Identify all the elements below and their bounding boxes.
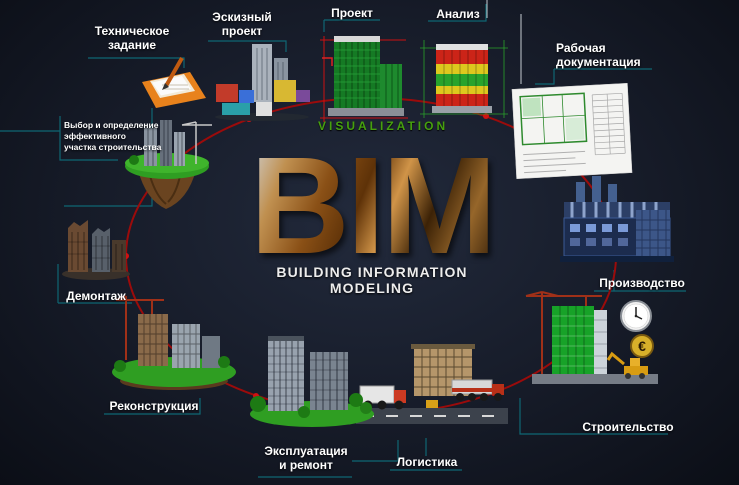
construction-site-icon: € — [525, 291, 658, 384]
tree-icon — [114, 356, 230, 372]
clock-icon — [620, 300, 652, 332]
analysis-illustration — [418, 36, 510, 122]
crane-icon — [525, 291, 602, 374]
green-building-icon — [320, 36, 408, 122]
stage-label-project: Проект — [331, 6, 373, 20]
production-illustration — [558, 168, 676, 266]
stage-label-analysis: Анализ — [436, 7, 480, 21]
grey-guide-lines — [486, 0, 522, 84]
dismantling-illustration — [56, 202, 136, 282]
reconstruction-illustration — [108, 288, 244, 394]
stage-label-production: Производство — [599, 276, 685, 290]
bim-title: BIM — [224, 137, 520, 275]
stage-label-dismantling: Демонтаж — [66, 289, 126, 303]
working-docs-illustration — [511, 82, 633, 180]
stage-label-reconstruction: Реконструкция — [109, 399, 199, 413]
bim-subtitle: BUILDING INFORMATION MODELING — [276, 264, 468, 296]
euro-symbol: € — [638, 338, 646, 354]
tree-icon — [129, 155, 139, 165]
truck-icon — [359, 385, 406, 410]
crane-icon — [181, 121, 212, 164]
factory-icon — [560, 176, 674, 262]
ruined-buildings-icon — [62, 220, 130, 280]
residential-towers-icon — [250, 336, 374, 427]
visualization-label: VISUALIZATION — [318, 119, 449, 133]
floor-plan-sheet-icon — [511, 82, 633, 180]
stage-label-logistics: Логистика — [396, 455, 458, 469]
energy-analysis-building-icon — [420, 40, 508, 118]
crane-icon — [115, 295, 164, 360]
stage-label-construction: Строительство — [582, 420, 674, 434]
floating-island-icon — [125, 120, 212, 209]
trucks-warehouse-icon — [356, 344, 508, 424]
stage-label-sketch: Эскизный проект — [212, 10, 272, 39]
euro-coin-icon: € — [630, 334, 654, 358]
folder-pencil-icon — [142, 57, 206, 108]
project-illustration — [318, 30, 410, 128]
stage-label-working-docs: Рабочая документация — [556, 41, 641, 70]
tech-task-illustration — [138, 52, 208, 110]
construction-illustration: € — [524, 286, 666, 396]
massing-blocks-icon — [215, 44, 310, 121]
stage-label-operation: Эксплуатация и ремонт — [264, 444, 348, 473]
tree-icon — [250, 393, 372, 418]
stage-label-tech-task: Техническое задание — [94, 24, 170, 53]
forklift-icon — [426, 400, 438, 408]
logistics-illustration — [356, 344, 508, 434]
truck-icon — [451, 379, 504, 401]
stage-label-site-selection: Выбор и определение эффективного участка… — [64, 120, 162, 153]
operation-illustration — [246, 328, 378, 428]
site-selection-illustration — [116, 112, 218, 214]
excavator-icon — [606, 351, 648, 379]
reconstruction-island-icon — [112, 295, 236, 390]
sketch-project-illustration — [212, 40, 314, 122]
